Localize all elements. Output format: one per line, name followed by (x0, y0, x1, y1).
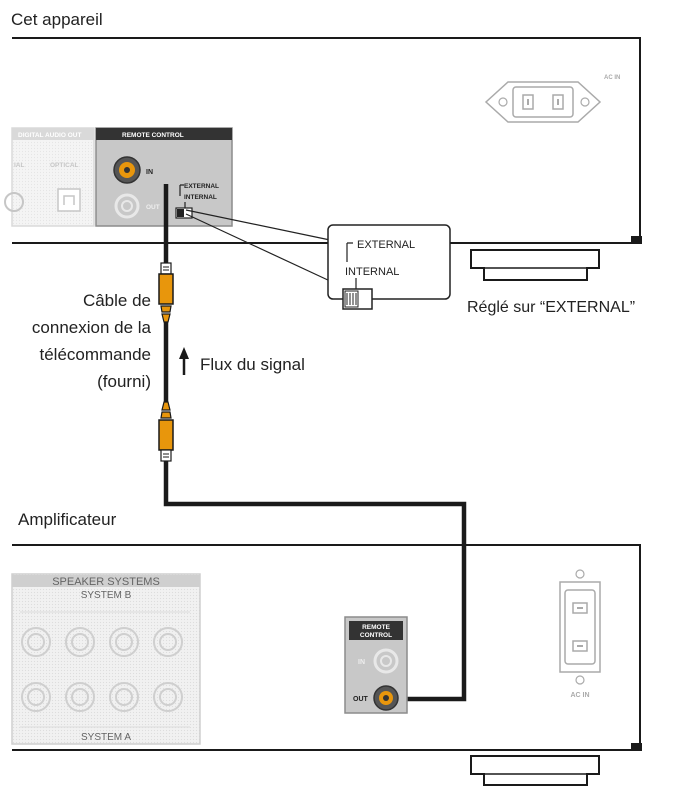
top-switch-external-label: EXTERNAL (184, 183, 219, 190)
top-out-label: OUT (146, 204, 160, 211)
switch-callout: EXTERNAL INTERNAL (327, 224, 451, 310)
setting-note: Réglé sur “EXTERNAL” (467, 299, 635, 316)
bottom-in-jack (373, 648, 399, 674)
system-a-label: SYSTEM A (81, 732, 131, 743)
callout-external-label: EXTERNAL (357, 239, 415, 251)
top-ac-in-label: AC IN (604, 75, 620, 81)
top-device-title: Cet appareil (11, 10, 103, 29)
bottom-ac-in-label: AC IN (570, 692, 589, 699)
speaker-systems-label: SPEAKER SYSTEMS (52, 576, 160, 588)
bottom-remote-control-panel: REMOTE CONTROL IN OUT (344, 616, 408, 714)
cable-label-line-3: télécommande (39, 345, 151, 364)
speaker-systems-panel: SPEAKER SYSTEMS SYSTEM B SYSTEM A (11, 573, 201, 745)
bottom-out-label: OUT (353, 696, 369, 703)
digital-audio-out-panel: DIGITAL AUDIO OUT IAL OPTICAL (4, 127, 95, 227)
callout-leader-lines (185, 209, 331, 282)
cable-label-line-4: (fourni) (97, 372, 151, 391)
coaxial-label: IAL (14, 162, 25, 169)
top-out-jack (114, 193, 140, 219)
signal-flow-indicator: Flux du signal (179, 347, 305, 375)
cable-label-line-2: connexion de la (32, 318, 152, 337)
upper-rca-plug (158, 273, 174, 305)
top-device-chassis (12, 37, 642, 244)
bottom-device-title: Amplificateur (18, 510, 117, 529)
top-remote-control-label: REMOTE CONTROL (122, 132, 184, 139)
digital-out-label: DIGITAL AUDIO OUT (18, 132, 81, 139)
bottom-in-label: IN (358, 659, 365, 666)
cable-label: Câble de connexion de la télécommande (f… (32, 291, 152, 391)
bottom-remote-label-line-2: CONTROL (360, 632, 392, 639)
bottom-device-chassis (12, 544, 642, 751)
top-device-foot (470, 249, 600, 281)
signal-arrow-icon (179, 347, 189, 359)
coaxial-jack (4, 192, 24, 212)
bottom-remote-label-line-1: REMOTE (362, 624, 390, 631)
lower-rca-plug (158, 419, 174, 451)
top-switch-internal-label: INTERNAL (184, 194, 217, 201)
optical-jack (57, 188, 81, 212)
remote-cable (158, 184, 467, 702)
top-ac-inlet: AC IN (484, 75, 620, 123)
top-in-label: IN (146, 169, 153, 176)
bottom-ac-inlet: AC IN (559, 569, 601, 699)
callout-internal-label: INTERNAL (345, 266, 399, 278)
cable-label-line-1: Câble de (83, 291, 151, 310)
optical-label: OPTICAL (50, 162, 79, 169)
bottom-device-foot (470, 755, 600, 786)
system-b-label: SYSTEM B (81, 590, 132, 601)
signal-flow-label: Flux du signal (200, 355, 305, 374)
